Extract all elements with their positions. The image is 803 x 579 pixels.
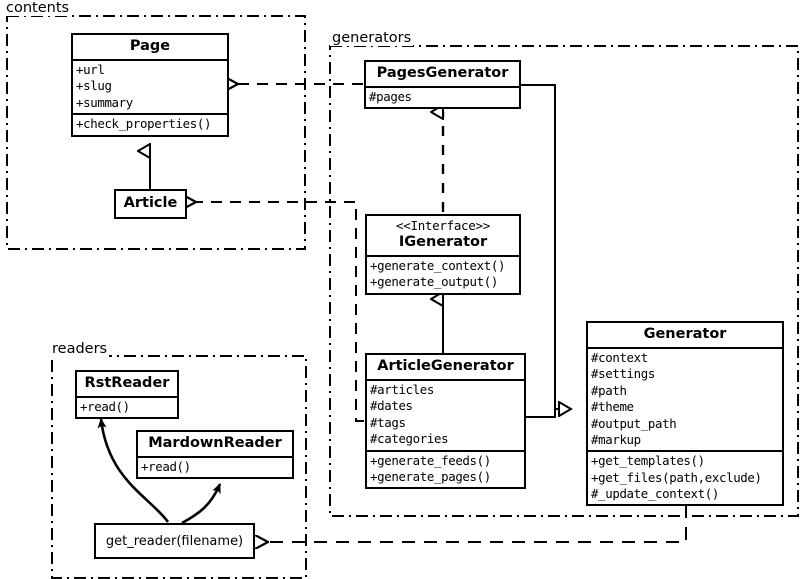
edge-articlegenerator-to-article: [196, 202, 364, 422]
function-label-get-reader: get_reader(filename): [105, 533, 244, 549]
package-label-generators: generators: [330, 30, 414, 46]
class-attribute: #articles: [370, 382, 434, 398]
edge-articlegenerator-to-generator: [526, 409, 556, 418]
class-title-generator: Generator: [643, 326, 727, 342]
class-attribute: #path: [591, 382, 627, 398]
class-title-articlegenerator: ArticleGenerator: [377, 358, 514, 374]
class-title-article: Article: [123, 195, 178, 211]
class-attributes-pagesgenerator: #pages: [366, 86, 519, 107]
package-label-readers: readers: [50, 341, 110, 357]
class-attribute: +summary: [76, 94, 133, 110]
class-method: +get_templates(): [591, 453, 705, 469]
class-attribute: +url: [76, 62, 105, 78]
class-box-mardownreader[interactable]: MardownReader +read(): [136, 430, 294, 480]
class-method: +generate_context(): [370, 257, 506, 273]
class-attribute: #tags: [370, 414, 406, 430]
class-title-mardownreader: MardownReader: [148, 435, 282, 451]
class-methods-igenerator: +generate_context() +generate_output(): [367, 254, 519, 293]
edge-generator-to-getreader: [268, 505, 687, 542]
class-attribute: #dates: [370, 398, 413, 414]
class-title-rstreader: RstReader: [84, 375, 170, 391]
package-frame-generators: [329, 45, 799, 517]
class-methods-mardownreader: +read(): [138, 456, 292, 477]
class-attributes-page: +url +slug +summary: [73, 59, 227, 113]
class-method: +get_files(path,exclude): [591, 469, 762, 485]
class-attribute: #pages: [369, 89, 412, 105]
class-box-generator[interactable]: Generator #context #settings #path #them…: [586, 321, 784, 507]
class-method: +check_properties(): [76, 116, 212, 132]
edge-getreader-to-rstreader: [97, 418, 170, 523]
class-method: +generate_output(): [370, 274, 498, 290]
class-attribute: #context: [591, 350, 648, 366]
class-attribute: #output_path: [591, 415, 677, 431]
class-box-articlegenerator[interactable]: ArticleGenerator #articles #dates #tags …: [365, 353, 526, 490]
class-method: +read(): [141, 459, 191, 475]
class-methods-page: +check_properties(): [73, 113, 227, 134]
class-attributes-generator: #context #settings #path #theme #output_…: [588, 347, 782, 450]
class-box-rstreader[interactable]: RstReader +read(): [75, 370, 179, 420]
class-method: +read(): [80, 399, 130, 415]
class-methods-rstreader: +read(): [77, 396, 177, 417]
class-stereotype-igenerator: <<Interface>>: [396, 218, 490, 233]
class-method: +generate_feeds(): [370, 452, 491, 468]
class-attribute: #markup: [591, 431, 641, 447]
class-title-igenerator: <<Interface>> IGenerator: [367, 216, 519, 255]
package-label-contents: contents: [4, 0, 72, 16]
edge-pagesgenerator-to-generator: [521, 84, 571, 409]
class-attribute: +slug: [76, 78, 112, 94]
class-methods-generator: +get_templates() +get_files(path,exclude…: [588, 450, 782, 504]
class-title-page: Page: [129, 38, 171, 54]
class-box-igenerator[interactable]: <<Interface>> IGenerator +generate_conte…: [365, 214, 521, 295]
class-method: +generate_pages(): [370, 468, 491, 484]
class-box-pagesgenerator[interactable]: PagesGenerator #pages: [364, 60, 521, 110]
package-frame-contents: [6, 15, 306, 250]
class-box-article[interactable]: Article: [114, 189, 187, 220]
class-method: #_update_context(): [591, 486, 719, 502]
class-attributes-articlegenerator: #articles #dates #tags #categories: [367, 379, 524, 450]
class-box-page[interactable]: Page +url +slug +summary +check_properti…: [71, 33, 229, 137]
package-frame-readers: [51, 355, 307, 579]
class-attribute: #categories: [370, 431, 449, 447]
edge-getreader-to-mardownreader: [181, 483, 222, 525]
function-box-get-reader[interactable]: get_reader(filename): [94, 523, 255, 559]
class-title-pagesgenerator: PagesGenerator: [376, 65, 509, 81]
class-title-text-igenerator: IGenerator: [398, 233, 488, 250]
class-attribute: #settings: [591, 366, 655, 382]
class-methods-articlegenerator: +generate_feeds() +generate_pages(): [367, 449, 524, 488]
class-attribute: #theme: [591, 399, 634, 415]
